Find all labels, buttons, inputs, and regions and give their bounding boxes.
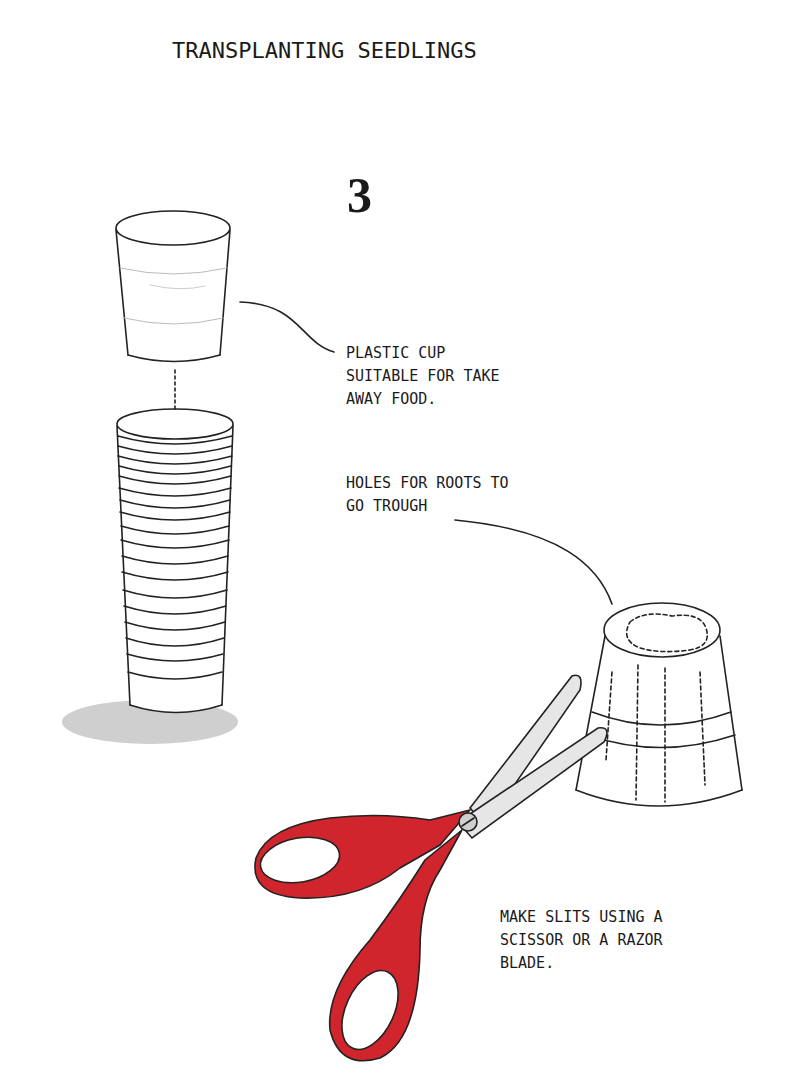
slit (664, 668, 666, 802)
step-number: 3 (347, 170, 372, 220)
single-cup (116, 211, 230, 362)
guide-line (174, 370, 176, 412)
inverted-cup (576, 603, 742, 806)
root-hole (627, 614, 708, 652)
slit (700, 672, 705, 785)
page-title: TRANSPLANTING SEEDLINGS (172, 38, 477, 63)
leader-line (240, 302, 334, 352)
holes-note: HOLES FOR ROOTS TO GO TROUGH (346, 472, 524, 518)
scissors (255, 675, 607, 1060)
cup-note: PLASTIC CUP SUITABLE FOR TAKE AWAY FOOD. (346, 342, 506, 411)
slit (636, 665, 638, 800)
cup-stack (117, 409, 233, 713)
leader-line (455, 520, 612, 604)
slit (606, 672, 612, 760)
slits-note: MAKE SLITS USING A SCISSOR OR A RAZOR BL… (500, 906, 680, 975)
